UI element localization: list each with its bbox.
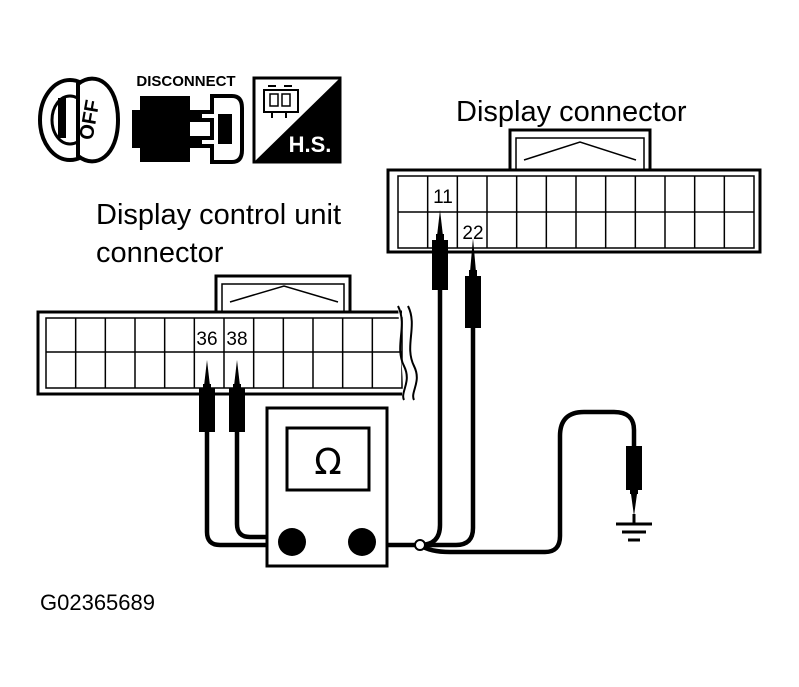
- meter-terminal-left: [278, 528, 306, 556]
- display-control-unit-connector: Display control unit connector 36 38: [36, 199, 418, 401]
- pin-36-label: 36: [196, 329, 217, 350]
- probe-pin-22: [465, 238, 481, 328]
- probe-pin-11: [432, 210, 448, 290]
- disconnect-label: DISCONNECT: [136, 73, 235, 90]
- probe-pin-38: [229, 360, 245, 432]
- wire-junction: [414, 539, 426, 551]
- harness-side-icon: H.S.: [252, 76, 342, 164]
- pin-11-label: 11: [433, 187, 453, 208]
- disconnect-icon: DISCONNECT: [132, 73, 244, 164]
- display-connector: 11 22 Display connector: [386, 96, 762, 254]
- probe-ground: [626, 446, 642, 516]
- ignition-off-icon: OFF: [38, 76, 121, 164]
- figure-code: G02365689: [40, 590, 155, 615]
- display-connector-label: Display connector: [456, 96, 687, 128]
- dcu-label-line1: Display control unit: [96, 199, 341, 231]
- ohmmeter: Ω: [265, 406, 389, 568]
- pin-22-label: 22: [462, 223, 483, 244]
- probe-pin-36: [199, 360, 215, 432]
- ground-icon: [616, 514, 652, 542]
- meter-terminal-right: [348, 528, 376, 556]
- ohm-icon: Ω: [314, 442, 342, 483]
- hs-label: H.S.: [289, 132, 332, 157]
- dcu-label-line2: connector: [96, 237, 224, 269]
- pin-38-label: 38: [226, 329, 247, 350]
